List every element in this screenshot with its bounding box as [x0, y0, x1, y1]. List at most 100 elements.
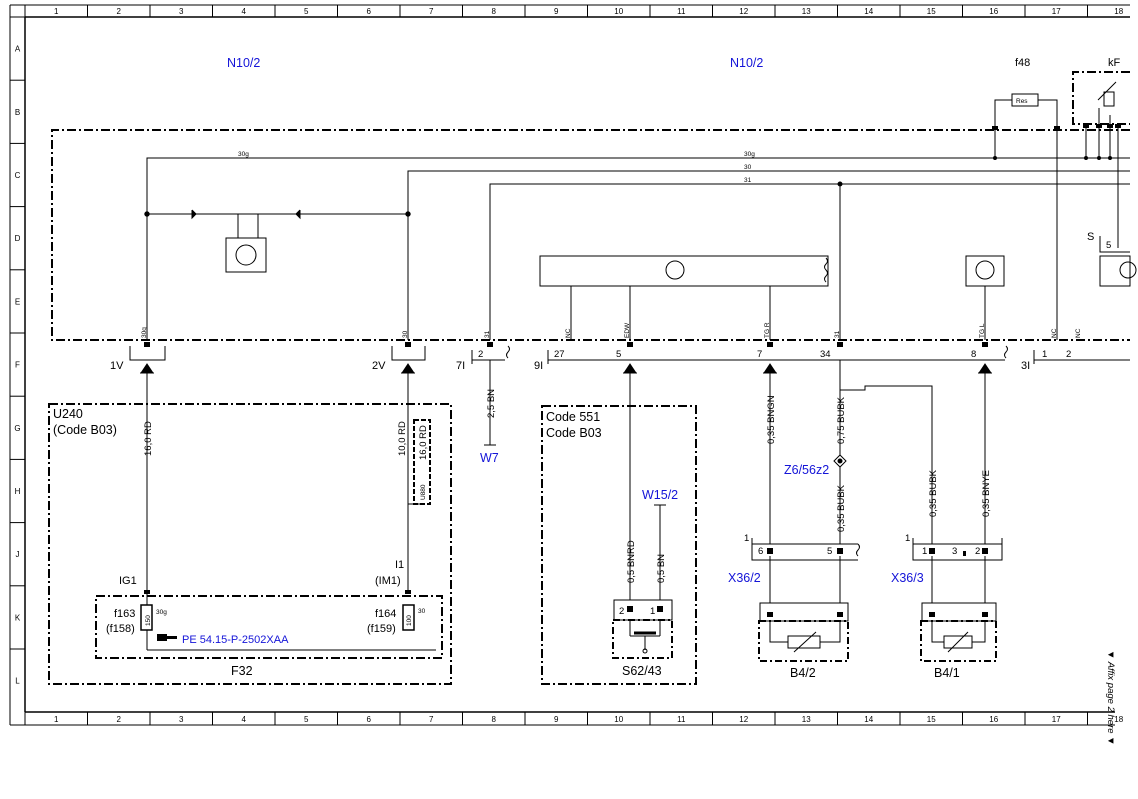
grid-row-label: B — [15, 108, 20, 117]
grid-col-label: 9 — [554, 715, 559, 724]
s62-pins — [627, 606, 663, 612]
transistor-right — [965, 255, 1005, 340]
f163-label: f163 — [114, 608, 135, 620]
s-pin: 5 — [1106, 240, 1111, 251]
bus-30g-a: 30g — [238, 151, 249, 158]
s62-43-label: S62/43 — [622, 664, 662, 678]
grid-row-ticks — [10, 16, 25, 650]
wires — [146, 360, 986, 651]
wire-16rd-b: 16,0 RD — [418, 425, 429, 460]
wire-labels: 16,0 RD 10,0 RD 16,0 RD 2,5 BN 0,5 BNRD … — [143, 389, 992, 583]
n10-2-right-label: N10/2 — [730, 56, 763, 70]
conn-7i-pin: 2 — [478, 349, 483, 360]
wire-075bubk: 0,75 BUBK — [836, 396, 847, 444]
wire-035bnye: 0,35 BNYE — [981, 470, 992, 517]
grid-col-label: 14 — [864, 715, 873, 724]
wire-05bn: 0,5 BN — [656, 554, 667, 583]
fuse-30g: 30g — [156, 609, 167, 616]
pin-tgr: TG R — [764, 322, 771, 338]
pin-edw: EDW — [624, 322, 631, 338]
grid-row-label: L — [15, 677, 20, 686]
u240-label: U240 — [53, 407, 83, 421]
s62-pin2: 2 — [619, 606, 624, 617]
fuses — [140, 604, 415, 631]
grid-col-label: 17 — [1052, 715, 1061, 724]
connector-blocks — [129, 346, 1130, 364]
grid-col-label: 15 — [927, 7, 936, 16]
grid-col-label: 4 — [242, 7, 247, 16]
affix-note: ▼ Affix page 2 here ▼ — [1105, 650, 1116, 746]
x36-3-pin2: 2 — [975, 546, 980, 557]
x36-2-pin6: 6 — [758, 546, 763, 557]
pin-31b: 31 — [834, 330, 841, 338]
grid-col-label: 17 — [1052, 7, 1061, 16]
pin-30g: 30g — [141, 327, 148, 338]
u880-label: U880 — [420, 484, 427, 500]
s-label: S — [1087, 231, 1094, 243]
grid-row-label: D — [15, 234, 21, 243]
pin-labels: 30g 30 31 NC EDW TG R 31 TG L NC NC — [141, 322, 1082, 338]
s62-pin1: 1 — [650, 606, 655, 617]
grid-row-label: F — [15, 361, 20, 370]
grid-col-label: 4 — [242, 715, 247, 724]
grid-col-label: 12 — [739, 7, 748, 16]
b4-1-pins — [929, 612, 988, 617]
u240-code: (Code B03) — [53, 423, 117, 437]
code551-label: Code 551 — [546, 410, 600, 424]
conn-9i-27: 27 — [554, 349, 565, 360]
wire-035bubk-b: 0,35 BUBK — [928, 469, 939, 517]
n10-2-enclosure — [51, 129, 1130, 341]
conn-3i-1: 1 — [1042, 349, 1047, 360]
grid-col-label: 10 — [614, 7, 623, 16]
conn-9i-7: 7 — [757, 349, 762, 360]
f48-resistor — [994, 81, 1119, 340]
x36-3-pin3: 3 — [952, 546, 957, 557]
grid-col-label: 13 — [802, 7, 811, 16]
x36-3-connector — [912, 538, 1003, 561]
code551-box — [541, 405, 697, 685]
kf-relay-box — [1072, 71, 1130, 125]
pe-ref-link[interactable]: PE 54.15-P-2502XAA — [182, 634, 289, 646]
pin-tgl: TG L — [979, 323, 986, 338]
grid-col-label: 11 — [677, 715, 686, 724]
grid-col-label: 8 — [492, 715, 497, 724]
wire-10rd: 10,0 RD — [397, 421, 408, 456]
conn-9i-34: 34 — [820, 349, 831, 360]
res-label: Res — [1016, 98, 1028, 105]
pe-ref-icon — [157, 634, 177, 641]
w7-label: W7 — [480, 451, 499, 465]
grid-row-label: G — [14, 424, 20, 433]
b4-2-label: B4/2 — [790, 666, 816, 680]
conn-7i: 7I — [456, 360, 465, 372]
transistor-bar — [539, 181, 843, 340]
conn-9i-5: 5 — [616, 349, 621, 360]
grid-column-ticks — [24, 5, 1088, 725]
grid-col-label: 16 — [989, 7, 998, 16]
diode-bridge — [144, 209, 411, 273]
x36-2-pin1: 1 — [744, 533, 749, 544]
wire-035bubk-a: 0,35 BUBK — [836, 484, 847, 532]
grid-row-label: A — [15, 45, 21, 54]
grid-col-label: 15 — [927, 715, 936, 724]
grid-col-label: 7 — [429, 7, 434, 16]
plug-arrows — [140, 363, 992, 374]
conn-9i-8: 8 — [971, 349, 976, 360]
conn-3i-2: 2 — [1066, 349, 1071, 360]
z6-label: Z6/56z2 — [784, 463, 829, 477]
diagram-frame — [9, 4, 1130, 726]
im1-label: (IM1) — [375, 575, 401, 587]
f159-label: (f159) — [367, 623, 396, 635]
code-b03-label: Code B03 — [546, 426, 602, 440]
grid-row-label: H — [15, 487, 21, 496]
grid-col-label: 1 — [54, 7, 59, 16]
bus-31: 31 — [744, 177, 752, 184]
grid-col-label: 5 — [304, 7, 309, 16]
pin-31a: 31 — [484, 330, 491, 338]
x36-2-label: X36/2 — [728, 571, 761, 585]
conn-3i: 3I — [1021, 360, 1030, 372]
connector-pins — [144, 342, 988, 347]
wire-16rd: 16,0 RD — [143, 421, 154, 456]
wire-035bngn: 0,35 BNGN — [766, 395, 777, 444]
conn-9i: 9I — [534, 360, 543, 372]
